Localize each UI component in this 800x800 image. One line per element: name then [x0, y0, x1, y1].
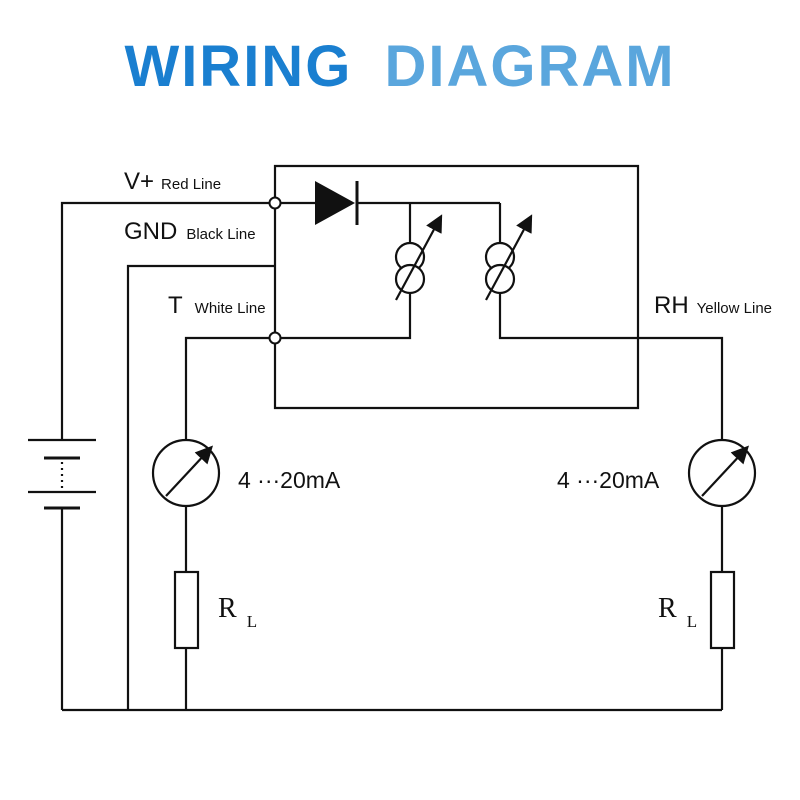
t-terminal	[268, 331, 282, 345]
battery-icon	[28, 438, 96, 510]
title-word-wiring: WIRING	[124, 34, 352, 99]
sensor-enclosure	[273, 164, 640, 410]
diode-icon	[315, 181, 359, 225]
gnd-label: GND Black Line	[124, 218, 256, 245]
right-meter-label: 4 ···20mA	[557, 467, 660, 493]
vplus-terminal	[268, 196, 282, 210]
resistor-icon	[709, 570, 736, 650]
left-meter-label: 4 ···20mA	[238, 467, 341, 493]
t-label: T White Line	[168, 292, 266, 319]
cs-left-bottom-wire	[281, 293, 412, 340]
left-resistor-label: R L	[218, 593, 257, 631]
vplus-wire	[60, 201, 270, 440]
vplus-label: V+ Red Line	[124, 168, 221, 195]
current-source-icon	[484, 214, 533, 301]
cs-right-bottom-wire	[498, 293, 724, 440]
right-resistor-label: R L	[658, 593, 697, 631]
ammeter-icon	[151, 438, 221, 508]
gnd-wire	[126, 264, 275, 710]
t-wire	[184, 336, 269, 440]
rh-label: RH Yellow Line	[654, 292, 772, 319]
page-title: WIRING DIAGRAM	[124, 34, 675, 99]
title-word-diagram: DIAGRAM	[384, 34, 675, 99]
ammeter-icon	[687, 438, 757, 508]
current-source-icon	[394, 214, 443, 301]
resistor-icon	[173, 570, 200, 650]
